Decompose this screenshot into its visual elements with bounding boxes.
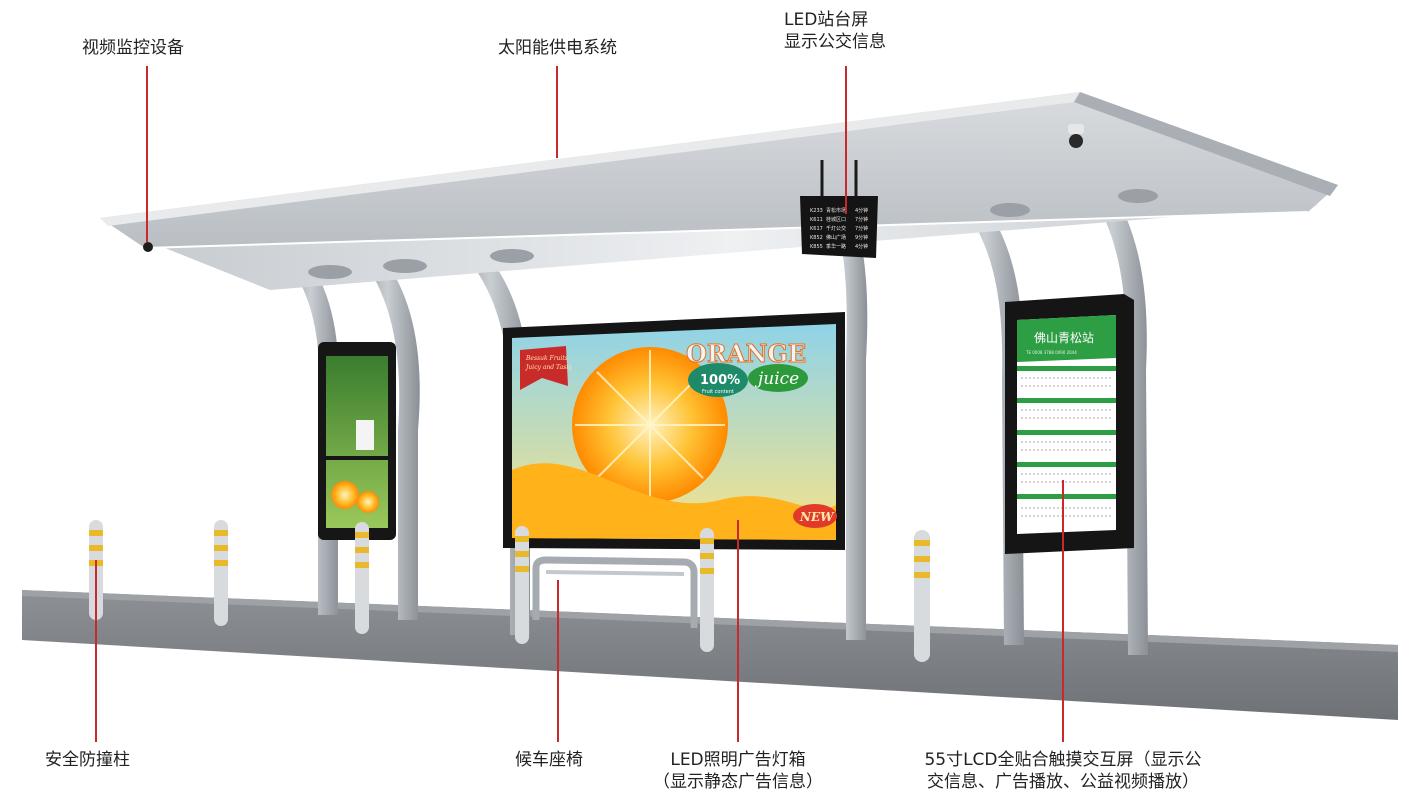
led-row-1-route: K611 <box>810 217 823 223</box>
callout-solar-line-0: 太阳能供电系统 <box>498 38 617 58</box>
led-station-board: K233 青松市场 4分钟 K611 桂城区口 7分钟 K617 千灯公交 7分… <box>800 160 878 258</box>
ad-lightbox: Bessuk Fruits Juicy and Tasty ORANGE 100… <box>503 312 845 550</box>
callout-camera-line-0: 视频监控设备 <box>82 38 184 58</box>
leader-line-solar <box>556 66 558 158</box>
camera-icon <box>143 124 1084 252</box>
callout-led-platform: LED站台屏 显示公交信息 <box>784 9 886 53</box>
ad-title: ORANGE <box>686 339 806 368</box>
leader-line-lcd <box>1062 480 1064 742</box>
callout-led-platform-line-0: LED站台屏 <box>784 10 869 30</box>
shelter-roof <box>100 92 1338 290</box>
ad-brand-line2: Juicy and Tasty <box>524 364 573 371</box>
led-row-1-eta: 7分钟 <box>855 216 868 223</box>
bench <box>532 556 698 628</box>
ad-script: juice <box>754 369 799 389</box>
callout-lcd-line-1: 交信息、广告播放、公益视频播放） <box>927 772 1199 792</box>
leader-line-camera <box>146 66 148 242</box>
led-row-4-route: K855 <box>810 244 823 250</box>
lcd-station-name: 佛山青松站 <box>1034 331 1094 345</box>
led-row-3-route: K852 <box>810 235 823 241</box>
leader-line-lightbox <box>737 520 739 742</box>
led-row-1-stop: 桂城区口 <box>826 216 846 223</box>
callout-bollard-line-0: 安全防撞柱 <box>45 750 130 770</box>
callout-lcd: 55寸LCD全贴合触摸交互屏（显示公 交信息、广告播放、公益视频播放） <box>893 749 1233 793</box>
lcd-station-sub: TE 0008 3788 0090 2044 <box>1025 350 1077 355</box>
led-row-4-stop: 季华一路 <box>826 243 846 250</box>
leader-line-bollard <box>95 560 97 742</box>
bollards <box>89 520 930 662</box>
callout-lcd-line-0: 55寸LCD全贴合触摸交互屏（显示公 <box>924 750 1202 770</box>
led-row-2-eta: 7分钟 <box>855 225 868 232</box>
led-row-4-eta: 4分钟 <box>855 243 868 250</box>
callout-bench-line-0: 候车座椅 <box>515 750 583 770</box>
callout-solar: 太阳能供电系统 <box>498 37 617 59</box>
callout-bench: 候车座椅 <box>515 749 583 771</box>
callout-lightbox: LED照明广告灯箱 （显示静态广告信息） <box>640 749 836 793</box>
ad-percent-sub: Fruit content <box>702 389 734 395</box>
ad-new-badge: NEW <box>799 510 835 524</box>
leader-line-bench <box>557 580 559 742</box>
callout-lightbox-line-0: LED照明广告灯箱 <box>670 750 806 770</box>
callout-led-platform-line-1: 显示公交信息 <box>784 32 886 52</box>
ad-brand-line1: Bessuk Fruits <box>525 355 568 362</box>
led-row-0-stop: 青松市场 <box>826 207 846 214</box>
led-row-2-route: K617 <box>810 226 823 232</box>
ad-percent: 100% <box>700 373 740 388</box>
led-row-0-eta: 4分钟 <box>855 207 868 214</box>
callout-bollard: 安全防撞柱 <box>45 749 130 771</box>
led-row-2-stop: 千灯公交 <box>826 225 846 232</box>
led-row-0-route: K233 <box>810 208 823 214</box>
callout-camera: 视频监控设备 <box>82 37 184 59</box>
led-row-3-eta: 9分钟 <box>855 234 868 241</box>
callout-lightbox-line-1: （显示静态广告信息） <box>653 772 823 792</box>
left-digital-poster <box>318 342 396 540</box>
leader-line-led-platform <box>845 66 847 214</box>
led-row-3-stop: 佛山广场 <box>826 234 846 241</box>
lcd-touch-screen: 佛山青松站 TE 0008 3788 0090 2044 <box>1005 294 1134 554</box>
